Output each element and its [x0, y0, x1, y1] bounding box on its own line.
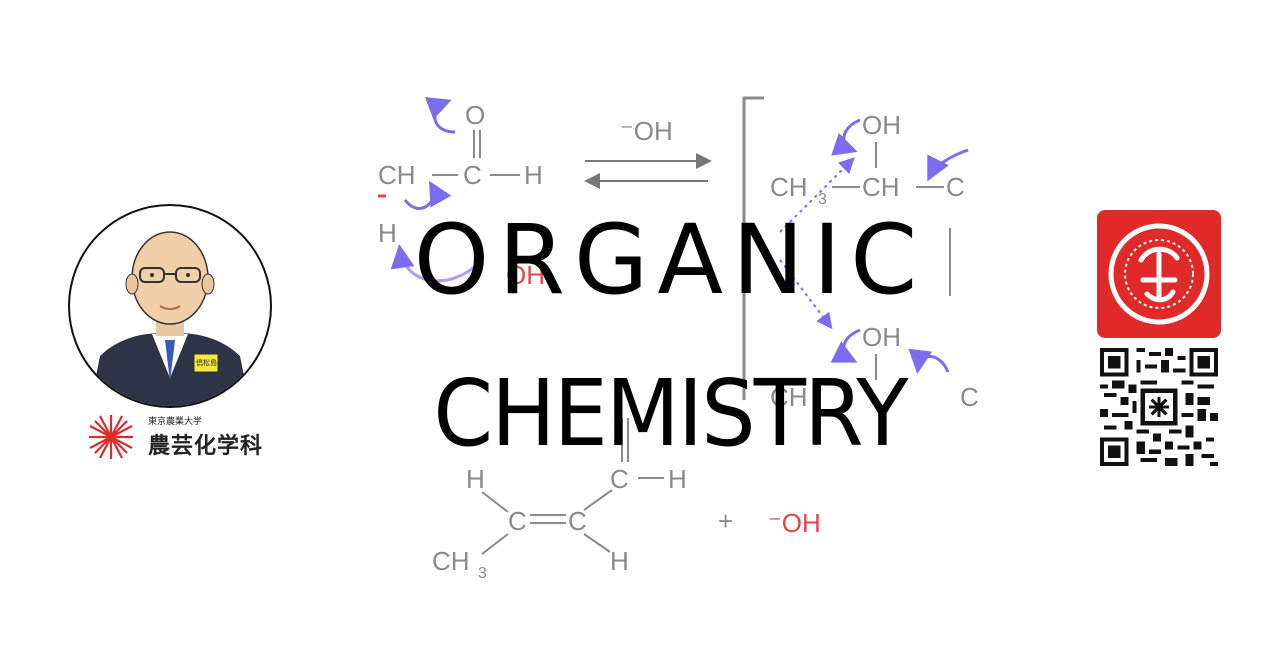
hydrogen-label: H	[610, 546, 629, 576]
svg-text:3: 3	[818, 191, 827, 208]
hydrogen-label: H	[668, 464, 687, 494]
methyl-label: CH	[770, 172, 808, 202]
hydroxyl-label: OH	[862, 322, 901, 352]
university-name: 東京農業大学	[148, 417, 203, 427]
hydrogen-label: H	[466, 464, 485, 494]
title-line-chemistry: CHEMISTRY	[433, 360, 908, 467]
carbon-label: C	[568, 506, 587, 536]
university-logo-icon	[89, 415, 133, 459]
hydrogen-label: H	[524, 160, 543, 190]
plus-sign: +	[718, 506, 733, 536]
oxygen-label: O	[465, 100, 485, 130]
title-line-organic: ORGANIC	[413, 204, 927, 316]
qr-code-icon	[1100, 348, 1218, 466]
methyl-label: CH	[770, 382, 808, 412]
svg-text:3: 3	[478, 565, 487, 582]
carbon-label: C	[508, 506, 527, 536]
department-name: 農芸化学科	[148, 434, 264, 459]
name-badge: 倶松島	[196, 359, 217, 367]
methyl-label: CH	[432, 546, 470, 576]
hydroxyl-label: OH	[862, 110, 901, 140]
reagent-top: ⁻OH	[620, 116, 673, 146]
seal-stamp-icon	[1097, 210, 1221, 338]
avatar-illustration	[90, 231, 250, 406]
svg-text:C: C	[960, 382, 979, 412]
reagent-bottom: ⁻OH	[768, 508, 821, 538]
avatar: 倶松島	[68, 204, 272, 408]
ch-label: CH	[378, 160, 416, 190]
carbon-label: C	[463, 160, 482, 190]
carbon-label: C	[610, 464, 629, 494]
svg-text:C: C	[946, 172, 965, 202]
ch-label: CH	[862, 172, 900, 202]
hydrogen-label: H	[378, 218, 397, 248]
red-hydroxide: OH	[506, 260, 545, 290]
